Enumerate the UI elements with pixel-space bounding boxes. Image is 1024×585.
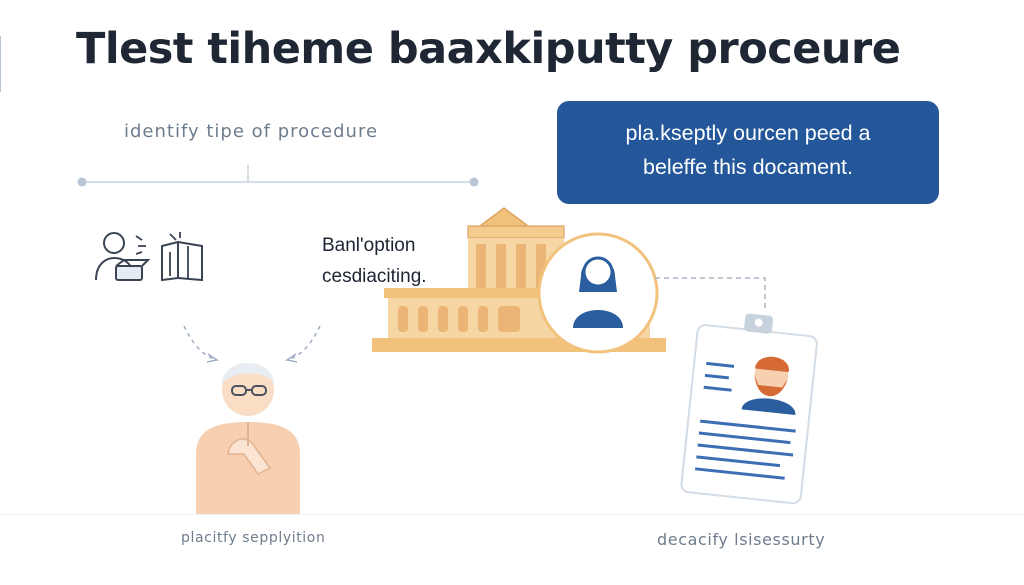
book-icon bbox=[161, 232, 203, 282]
callout-line-1: pla.kseptly ourcen peed a bbox=[625, 121, 871, 145]
note-text: Banl'option cesdiaciting. bbox=[322, 230, 427, 292]
woman-avatar-icon bbox=[537, 232, 659, 354]
timeline bbox=[77, 165, 479, 187]
edge-marker bbox=[0, 36, 5, 92]
page-title: Tlest tiheme baaxkiputty proceure bbox=[76, 24, 901, 74]
person-desk-icon bbox=[95, 232, 151, 281]
dashed-connector bbox=[655, 277, 766, 312]
step-label: identify tipe of procedure bbox=[124, 121, 379, 142]
arrow-left-icon bbox=[183, 325, 219, 363]
timeline-end-dot bbox=[469, 177, 479, 187]
callout-line-2: beleffe this docament. bbox=[643, 155, 853, 179]
arrow-right-icon bbox=[285, 325, 321, 363]
thinking-person-icon bbox=[196, 363, 300, 514]
callout-box: pla.kseptly ourcen peed a beleffe this d… bbox=[557, 101, 939, 204]
note-line-2: cesdiaciting. bbox=[322, 266, 427, 287]
note-line-1: Banl'option bbox=[322, 235, 416, 256]
id-card-icon bbox=[680, 313, 818, 505]
caption-right: decacify lsisessurty bbox=[657, 530, 826, 549]
footer-divider bbox=[0, 514, 1024, 515]
timeline-start-dot bbox=[77, 177, 87, 187]
caption-left: placitfy sepplyition bbox=[181, 530, 326, 546]
